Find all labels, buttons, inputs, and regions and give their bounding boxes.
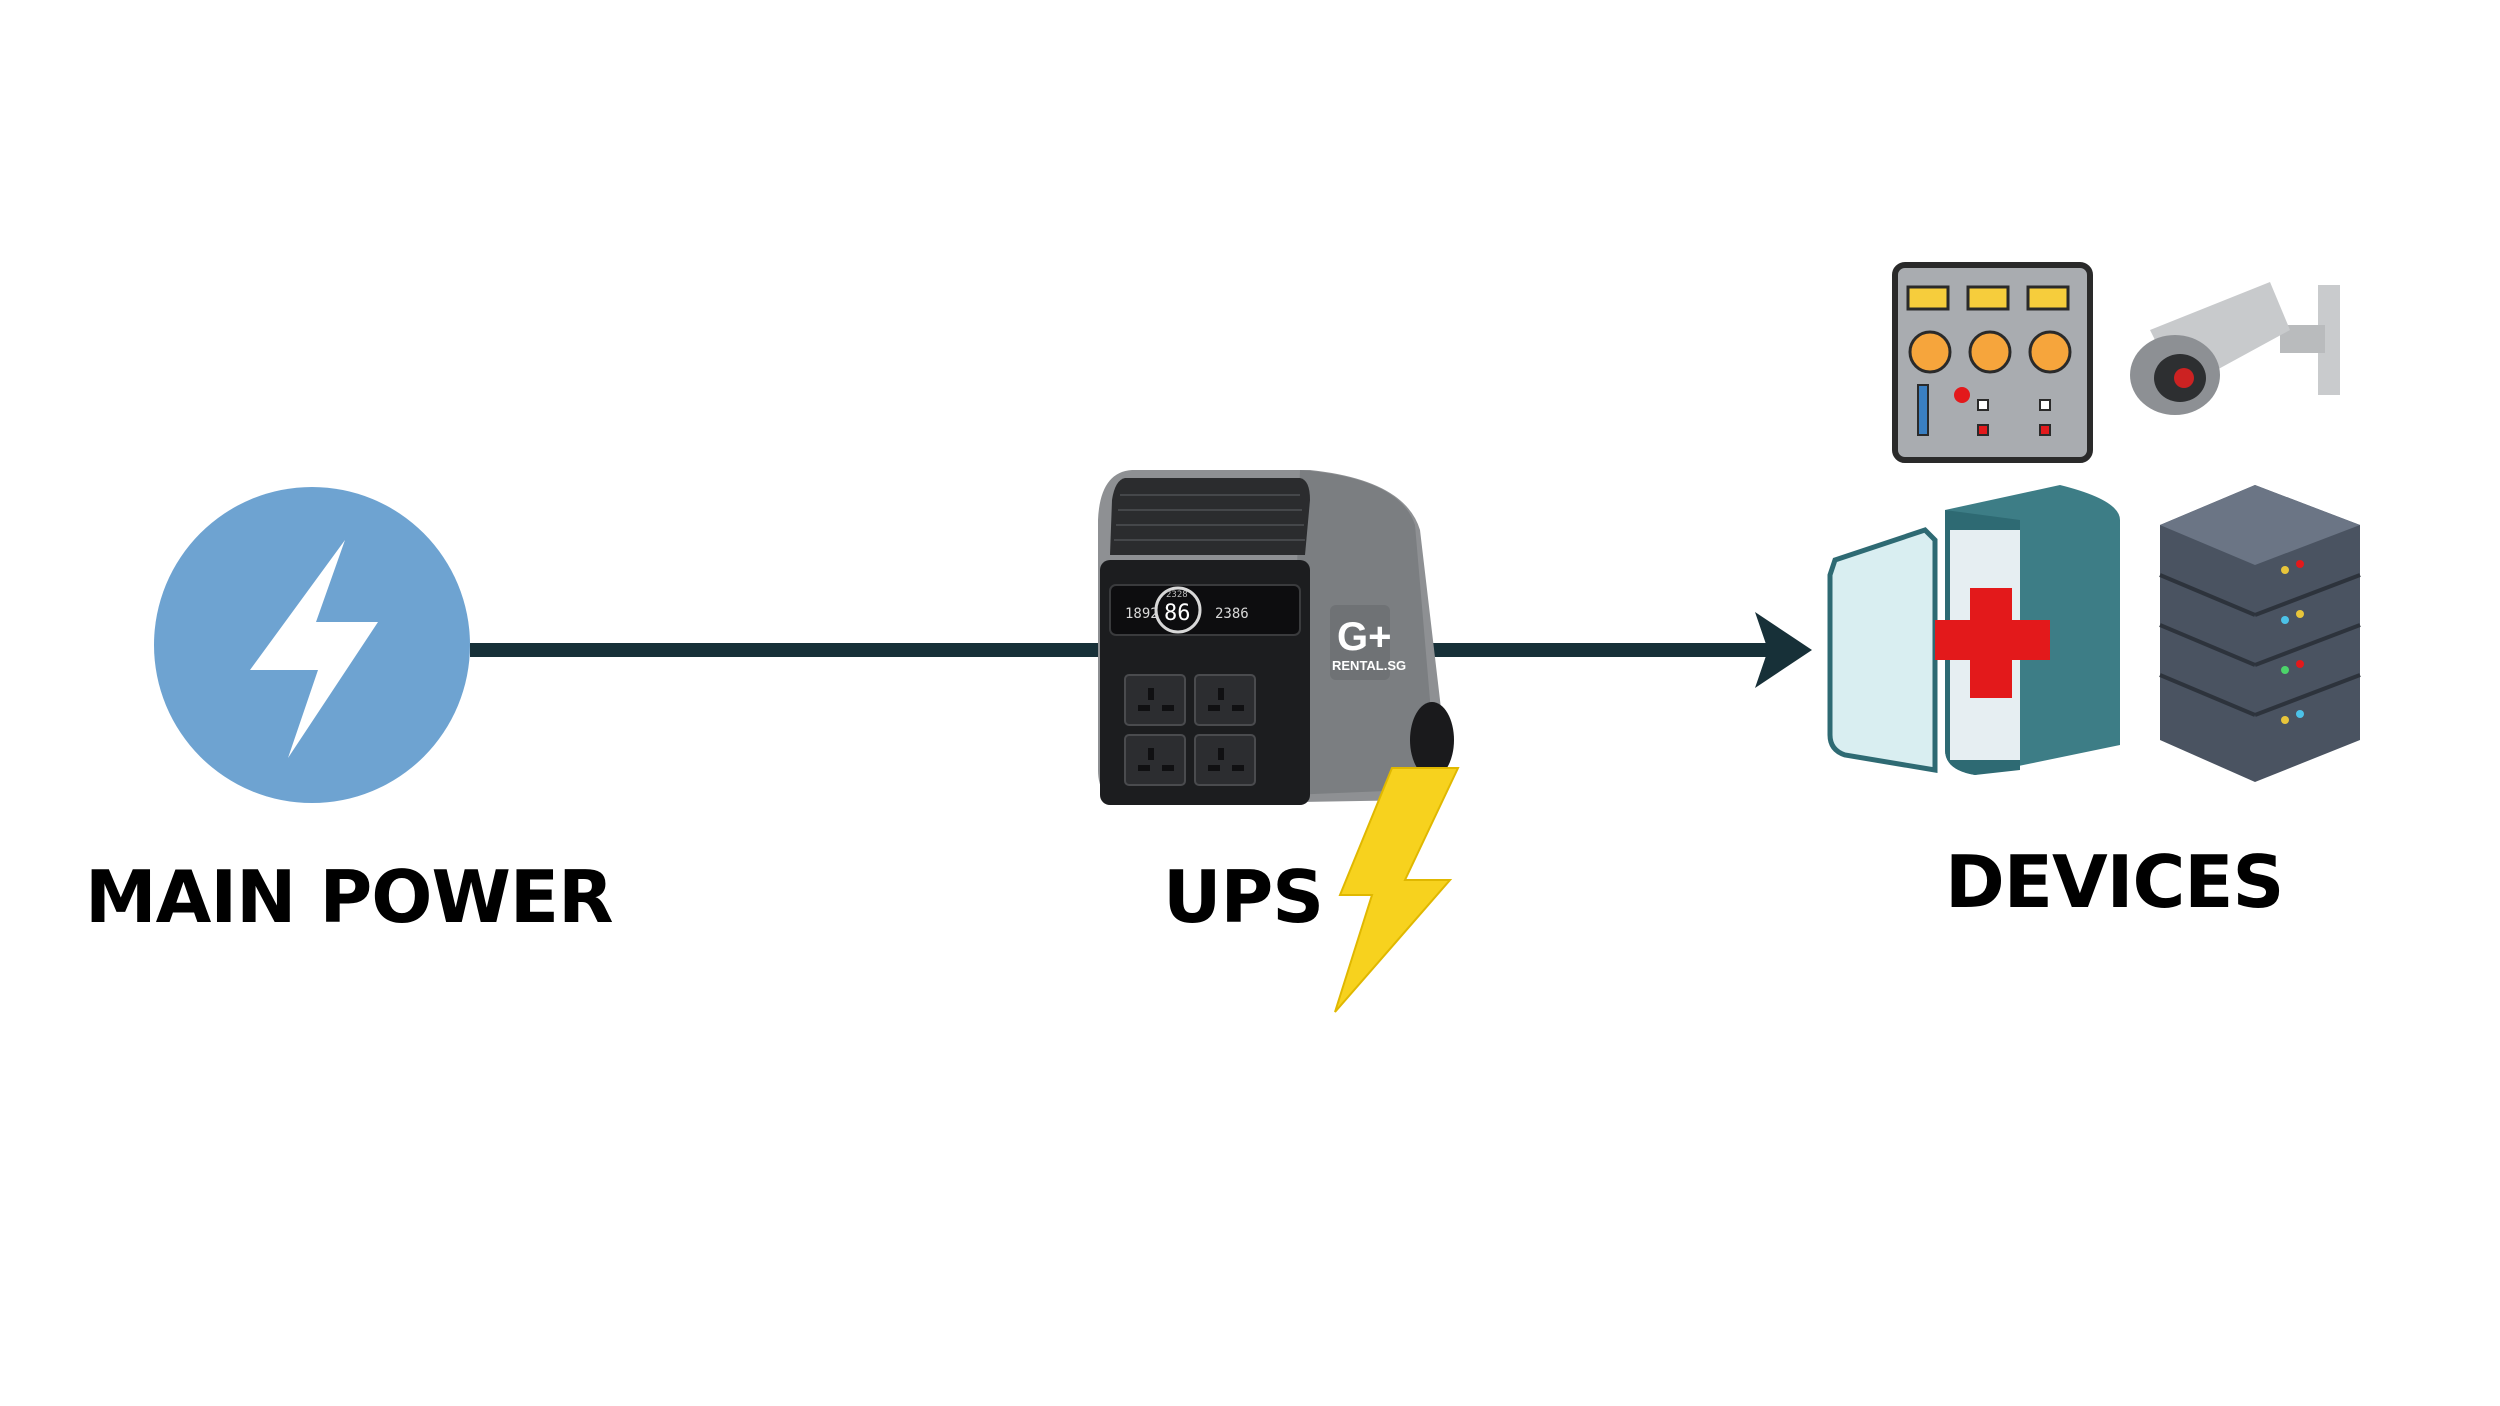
medical-fridge-icon (1827, 485, 2120, 775)
ups-display-top: 2328 (1166, 590, 1188, 600)
devices-label: DEVICES (1945, 840, 2284, 924)
main-power-icon (154, 487, 470, 803)
ups-device-icon (1098, 470, 1454, 805)
server-rack-icon (2159, 485, 2361, 782)
ups-display-right: 2386 (1215, 606, 1249, 622)
arrowhead (1755, 612, 1812, 688)
cctv-camera-icon (2130, 282, 2340, 415)
ups-lightning-icon (1334, 767, 1460, 1013)
ups-display-left: 1892 (1125, 606, 1159, 622)
ups-brand-mark: G+ (1337, 615, 1391, 659)
ups-display-center: 86 (1164, 601, 1191, 626)
control-panel-icon (1892, 262, 2093, 463)
ups-label: UPS (1163, 855, 1324, 939)
ups-brand-text: RENTAL.SG (1332, 658, 1406, 673)
main-power-label: MAIN POWER (85, 855, 614, 939)
